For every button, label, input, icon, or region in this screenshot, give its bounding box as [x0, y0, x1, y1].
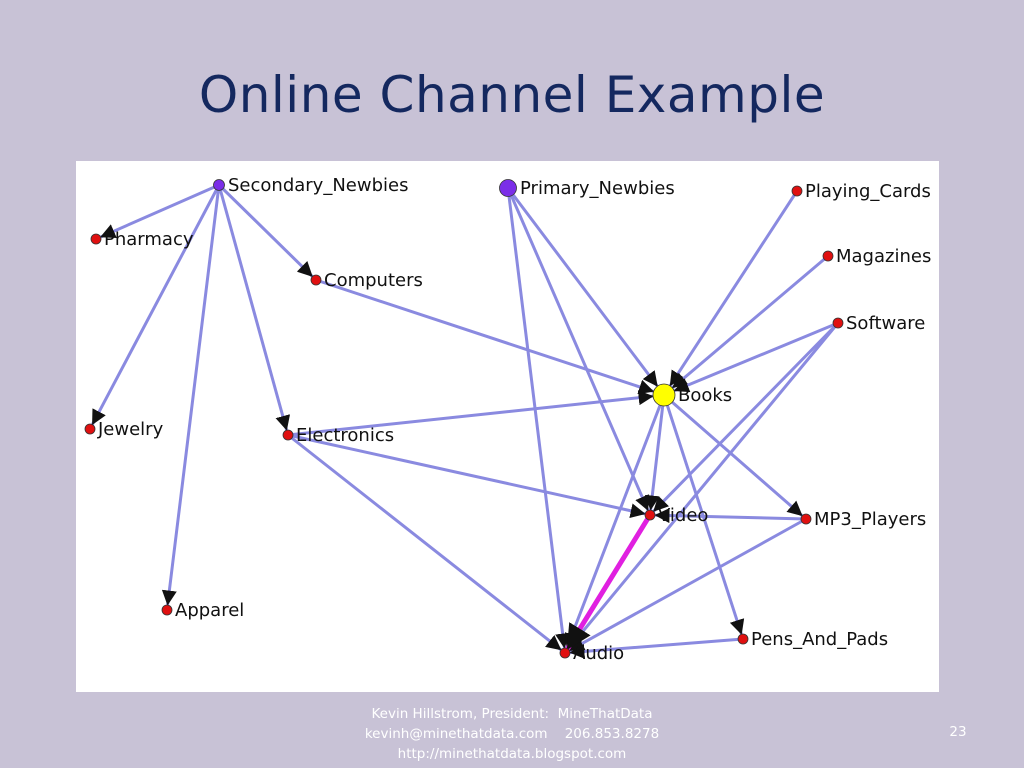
node-label: Playing_Cards: [805, 181, 931, 202]
footer-line-url: http://minethatdata.blogspot.com: [397, 746, 627, 762]
edge-layer: [91, 183, 840, 659]
node-label: Video: [658, 505, 708, 526]
node-playing-cards: Playing_Cards: [791, 181, 931, 202]
edge-secondary-newbies-to-electronics: [217, 183, 291, 431]
edge-books-to-mp3-players: [662, 393, 803, 517]
node-primary-newbies: Primary_Newbies: [499, 178, 675, 199]
edge-primary-newbies-to-books: [506, 186, 659, 387]
edge-electronics-to-audio: [286, 433, 562, 651]
node-label: Pharmacy: [104, 229, 194, 250]
edge-mp3-players-to-audio: [568, 517, 808, 652]
node-label: Computers: [324, 270, 423, 291]
node-electronics: Electronics: [282, 425, 394, 446]
node-marker: [737, 633, 749, 645]
node-label: Electronics: [296, 425, 394, 446]
edge-playing-cards-to-books: [669, 189, 799, 387]
node-label: Pens_And_Pads: [751, 629, 888, 650]
node-pens-and-pads: Pens_And_Pads: [737, 629, 888, 650]
node-label: Audio: [573, 643, 624, 664]
node-video: Video: [644, 505, 708, 526]
node-pharmacy: Pharmacy: [90, 229, 194, 250]
node-apparel: Apparel: [161, 600, 244, 621]
edge-computers-to-books: [314, 278, 655, 395]
node-marker: [652, 383, 676, 407]
edge-software-to-audio: [567, 321, 840, 650]
footer-line-contact: kevinh@minethatdata.com 206.853.8278: [364, 726, 660, 742]
edge-secondary-newbies-to-jewelry: [91, 183, 221, 426]
node-mp3-players: MP3_Players: [800, 509, 926, 530]
node-marker: [822, 250, 834, 262]
edge-books-to-pens-and-pads: [662, 393, 745, 635]
node-label: Software: [846, 313, 925, 334]
node-marker: [161, 604, 173, 616]
node-marker: [832, 317, 844, 329]
edge-secondary-newbies-to-pharmacy: [100, 183, 221, 239]
node-marker: [499, 179, 517, 197]
node-marker: [90, 233, 102, 245]
node-marker: [84, 423, 96, 435]
node-label: Magazines: [836, 246, 931, 267]
node-marker: [791, 185, 803, 197]
edge-books-to-audio: [564, 393, 666, 649]
node-label: MP3_Players: [814, 509, 926, 530]
node-label: Apparel: [175, 600, 244, 621]
edge-books-to-video: [644, 393, 666, 511]
node-computers: Computers: [310, 270, 423, 291]
node-audio: Audio: [559, 643, 624, 664]
node-label: Secondary_Newbies: [228, 175, 408, 196]
edge-magazines-to-books: [671, 254, 830, 389]
edge-video-to-audio: [565, 512, 653, 651]
edge-primary-newbies-to-video: [506, 186, 650, 511]
node-marker: [282, 429, 294, 441]
edge-electronics-to-video: [286, 433, 646, 519]
node-marker: [213, 179, 225, 191]
node-software: Software: [832, 313, 925, 334]
edge-electronics-to-books: [286, 390, 654, 437]
node-jewelry: Jewelry: [84, 419, 164, 440]
slide-footer: Kevin Hillstrom, President: MineThatData…: [312, 704, 712, 764]
edge-software-to-video: [652, 321, 840, 513]
node-magazines: Magazines: [822, 246, 931, 267]
slide-title: Online Channel Example: [198, 66, 826, 124]
edge-mp3-players-to-video: [654, 508, 808, 524]
edge-secondary-newbies-to-computers: [217, 183, 314, 278]
page-number: 23: [949, 724, 967, 740]
node-marker: [800, 513, 812, 525]
edge-primary-newbies-to-audio: [506, 186, 571, 649]
footer-line-author: Kevin Hillstrom, President: MineThatData: [371, 706, 653, 722]
node-books: Books: [652, 383, 732, 407]
node-label: Jewelry: [97, 419, 164, 440]
node-marker: [644, 509, 656, 521]
network-graph-svg: Secondary_Newbies Primary_Newbies Playing_…: [84, 175, 931, 664]
node-secondary-newbies: Secondary_Newbies: [213, 175, 408, 196]
node-marker: [559, 647, 571, 659]
node-layer: Secondary_Newbies Primary_Newbies Playing_…: [84, 175, 931, 664]
node-label: Primary_Newbies: [520, 178, 675, 199]
edge-software-to-books: [673, 321, 840, 393]
node-label: Books: [678, 385, 732, 406]
network-diagram: Secondary_Newbies Primary_Newbies Playing_…: [76, 161, 939, 692]
edge-secondary-newbies-to-apparel: [161, 183, 221, 606]
edge-pens-and-pads-to-audio: [569, 637, 745, 659]
node-marker: [310, 274, 322, 286]
